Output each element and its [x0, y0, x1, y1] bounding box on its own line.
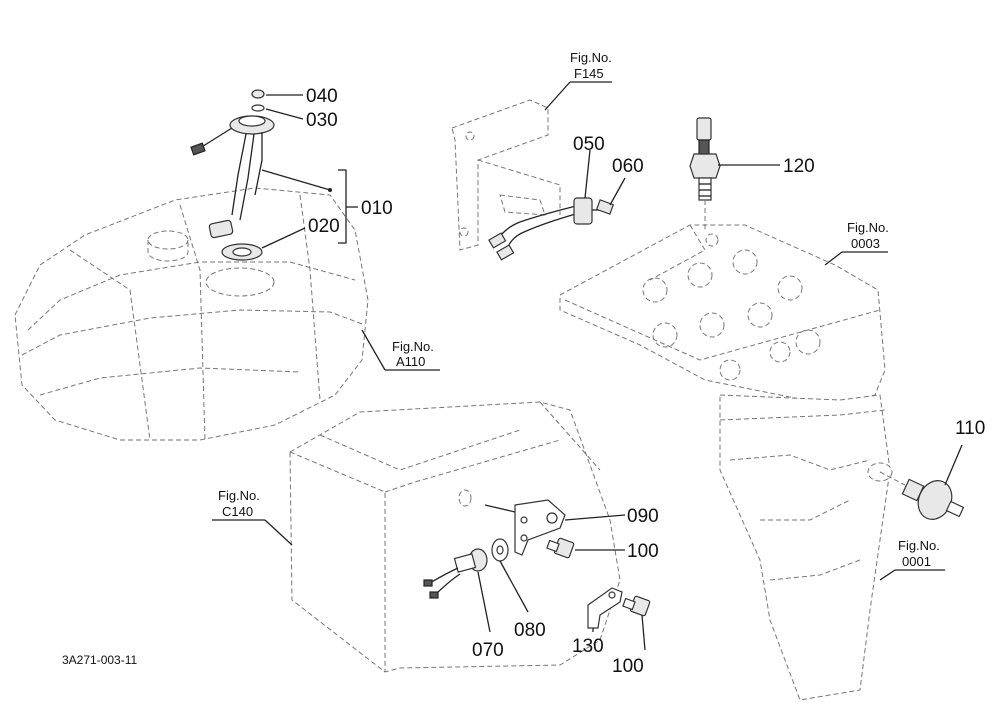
- screw-060: [595, 199, 615, 215]
- transmission-case-phantom: [289, 401, 621, 673]
- callout-020: 020: [308, 216, 340, 237]
- callout-110: 110: [955, 418, 985, 439]
- callout-labels: 040 030 010 020 050 060 120 110 090 100 …: [306, 86, 985, 677]
- callout-010: 010: [361, 198, 393, 219]
- temperature-sensor-120: [689, 117, 721, 232]
- figref-c140-code: C140: [222, 504, 253, 519]
- figref-a110-code: A110: [396, 354, 425, 369]
- bracket-090: [514, 499, 566, 556]
- leader-lines: [212, 81, 963, 651]
- switch-070: [423, 548, 488, 599]
- fuel-tank-phantom: [14, 187, 369, 441]
- fuel-sender-assembly: [190, 89, 275, 261]
- washer-080: [491, 538, 509, 562]
- callout-120: 120: [783, 156, 815, 177]
- figref-0001-label: Fig.No.: [898, 538, 940, 553]
- figure-references: Fig.No. F145 Fig.No. A110 Fig.No. 0003 F…: [218, 50, 940, 569]
- figref-f145-code: F145: [574, 66, 604, 81]
- bolt-100-lower: [622, 595, 651, 617]
- figref-0001-code: 0001: [902, 554, 931, 569]
- callout-100-upper: 100: [627, 541, 659, 562]
- figref-0003-label: Fig.No.: [847, 220, 889, 235]
- figref-a110-label: Fig.No.: [392, 339, 434, 354]
- callout-080: 080: [514, 620, 546, 641]
- callout-040: 040: [306, 86, 338, 107]
- pressure-switch-110: [879, 471, 965, 520]
- callout-030: 030: [306, 110, 338, 131]
- callout-100-lower: 100: [612, 656, 644, 677]
- clamp-130: [587, 587, 623, 629]
- engine-block-phantom: [719, 394, 893, 701]
- callout-130: 130: [572, 636, 604, 657]
- drawing-code: 3A271-003-11: [62, 653, 137, 667]
- figref-f145-label: Fig.No.: [570, 50, 612, 65]
- harness-050: [488, 197, 605, 261]
- figref-c140-label: Fig.No.: [218, 488, 260, 503]
- bolt-100-upper: [546, 537, 575, 559]
- callout-070: 070: [472, 640, 504, 661]
- callout-050: 050: [573, 134, 605, 155]
- figref-0003-code: 0003: [851, 236, 880, 251]
- callout-060: 060: [612, 156, 644, 177]
- callout-090: 090: [627, 506, 659, 527]
- cylinder-head-phantom: [559, 224, 886, 406]
- bracket-f145-phantom: [451, 99, 561, 251]
